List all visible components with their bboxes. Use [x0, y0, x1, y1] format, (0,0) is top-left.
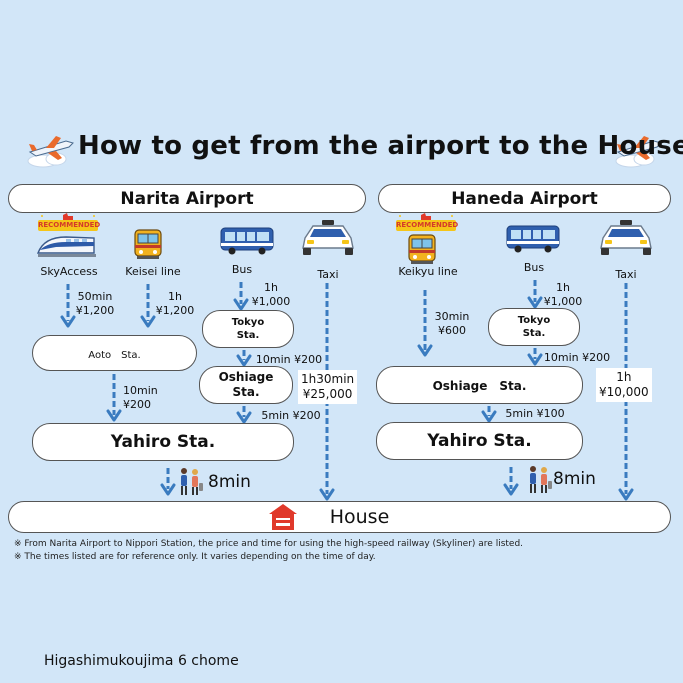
- recommended-badge-icon: RECOMMENDED: [37, 213, 101, 233]
- arrow-keikyu: [417, 290, 433, 357]
- keisei-time: 1h ¥1,200: [155, 290, 195, 317]
- bus-time: 1h ¥1,000: [251, 281, 291, 308]
- thumbs-up-icon: [38, 213, 98, 231]
- recommended-label: RECOMMENDED: [396, 221, 459, 229]
- thumbs-up-icon: [396, 213, 456, 231]
- arrow-haneda-bus-to-tokyo: [527, 280, 543, 309]
- taxi-icon: [302, 220, 354, 255]
- keisei-train-icon: [134, 229, 162, 259]
- aoto-to-yahiro-time: 10min ¥200: [123, 384, 158, 411]
- arrow-narita-walk: [160, 468, 176, 496]
- haneda-walk-time: 8min: [553, 469, 596, 489]
- haneda-tokyo-to-oshiage-time: 10min ¥200: [543, 351, 611, 364]
- station-aoto: Aoto Sta.: [32, 335, 197, 371]
- arrow-bus-to-tokyo: [233, 282, 249, 311]
- arrow-keisei: [140, 284, 156, 328]
- narita-airport-header: Narita Airport: [8, 184, 366, 213]
- mode-label-taxi: Taxi: [317, 268, 339, 281]
- arrow-aoto-to-yahiro: [106, 374, 122, 422]
- mode-label-bus: Bus: [231, 263, 253, 276]
- tokyo-to-oshiage-time: 10min ¥200: [255, 353, 323, 366]
- arrow-haneda-oshiage-to-yahiro: [481, 406, 497, 423]
- bus-icon: [506, 225, 560, 253]
- haneda-oshiage-to-yahiro-time: 5min ¥100: [505, 407, 565, 420]
- narita-walk-time: 8min: [208, 472, 251, 492]
- station-oshiage: Oshiage Sta.: [376, 366, 583, 404]
- arrow-skyaccess: [60, 284, 76, 328]
- arrow-oshiage-to-yahiro: [236, 406, 252, 424]
- mode-label-skyaccess: SkyAccess: [40, 265, 98, 278]
- mode-label-bus: Bus: [523, 261, 545, 274]
- walking-people-icon: [181, 468, 203, 495]
- skyaccess-time: 50min ¥1,200: [75, 290, 115, 317]
- station-tokyo: Tokyo Sta.: [202, 310, 294, 348]
- keikyu-time: 30min ¥600: [434, 310, 470, 337]
- mode-label-keikyu: Keikyu line: [398, 265, 458, 278]
- house-destination: House: [8, 501, 671, 533]
- skyaccess-train-icon: [36, 236, 96, 257]
- footnote-reference: ※ The times listed are for reference onl…: [14, 552, 376, 562]
- arrow-haneda-walk: [503, 467, 519, 496]
- arrow-haneda-taxi: [618, 283, 634, 501]
- oshiage-to-yahiro-time: 5min ¥200: [261, 409, 321, 422]
- station-yahiro: Yahiro Sta.: [32, 423, 294, 461]
- arrow-narita-taxi: [319, 283, 335, 501]
- keikyu-train-icon: [408, 234, 436, 264]
- haneda-taxi-time: 1h ¥10,000: [596, 368, 652, 402]
- airplane-icon: [615, 136, 662, 168]
- mode-label-keisei: Keisei line: [125, 265, 181, 278]
- haneda-airport-header: Haneda Airport: [378, 184, 671, 213]
- footnote-skyliner: ※ From Narita Airport to Nippori Station…: [14, 539, 524, 549]
- airplane-icon: [27, 136, 74, 168]
- station-oshiage: Oshiage Sta.: [199, 366, 293, 404]
- house-label: House: [329, 506, 390, 528]
- bus-icon: [220, 227, 274, 255]
- recommended-label: RECOMMENDED: [38, 221, 101, 229]
- station-tokyo: Tokyo Sta.: [488, 308, 580, 346]
- house-icon: [269, 504, 297, 530]
- taxi-icon: [600, 220, 652, 255]
- arrow-haneda-tokyo-to-oshiage: [527, 348, 543, 366]
- walking-people-icon: [530, 466, 552, 493]
- recommended-badge-icon: RECOMMENDED: [395, 213, 459, 233]
- area-label: Higashimukoujima 6 chome: [44, 653, 239, 669]
- mode-label-taxi: Taxi: [615, 268, 637, 281]
- narita-taxi-time: 1h30min ¥25,000: [298, 370, 358, 404]
- station-yahiro: Yahiro Sta.: [376, 422, 583, 460]
- haneda-bus-time: 1h ¥1,000: [543, 281, 583, 308]
- page-title: How to get from the airport to the House: [78, 131, 683, 161]
- arrow-tokyo-to-oshiage: [236, 350, 252, 367]
